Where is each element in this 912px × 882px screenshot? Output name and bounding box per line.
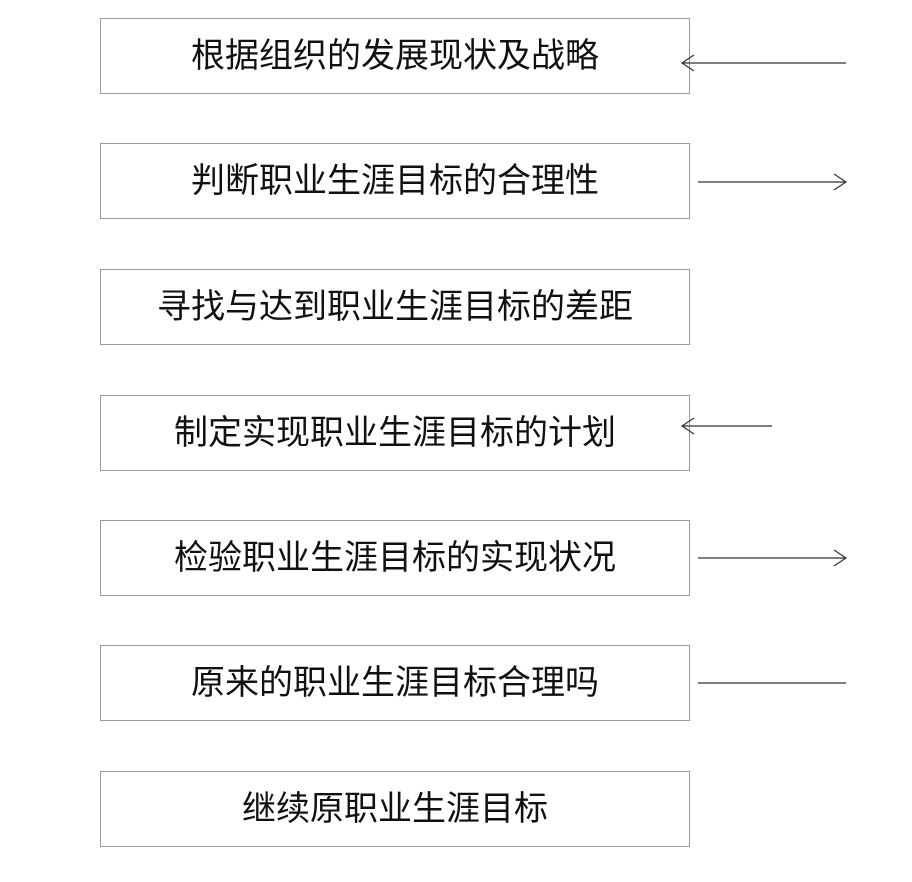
step-label: 判断职业生涯目标的合理性 bbox=[191, 161, 599, 201]
step-label: 继续原职业生涯目标 bbox=[242, 789, 548, 829]
step-label: 寻找与达到职业生涯目标的差距 bbox=[157, 287, 633, 327]
step-box-check-status: 检验职业生涯目标的实现状况 bbox=[100, 520, 690, 596]
step-box-organization-status: 根据组织的发展现状及战略 bbox=[100, 18, 690, 94]
step-label: 检验职业生涯目标的实现状况 bbox=[174, 538, 616, 578]
step-box-judge-rationality: 判断职业生涯目标的合理性 bbox=[100, 143, 690, 219]
step-box-make-plan: 制定实现职业生涯目标的计划 bbox=[100, 395, 690, 471]
step-box-find-gap: 寻找与达到职业生涯目标的差距 bbox=[100, 269, 690, 345]
step-box-is-goal-reasonable: 原来的职业生涯目标合理吗 bbox=[100, 645, 690, 721]
step-label: 制定实现职业生涯目标的计划 bbox=[174, 413, 616, 453]
step-box-continue-goal: 继续原职业生涯目标 bbox=[100, 771, 690, 847]
arrowhead-right-2 bbox=[833, 173, 848, 191]
step-label: 根据组织的发展现状及战略 bbox=[191, 36, 599, 76]
arrowhead-right-5 bbox=[833, 549, 848, 567]
step-label: 原来的职业生涯目标合理吗 bbox=[191, 663, 599, 703]
